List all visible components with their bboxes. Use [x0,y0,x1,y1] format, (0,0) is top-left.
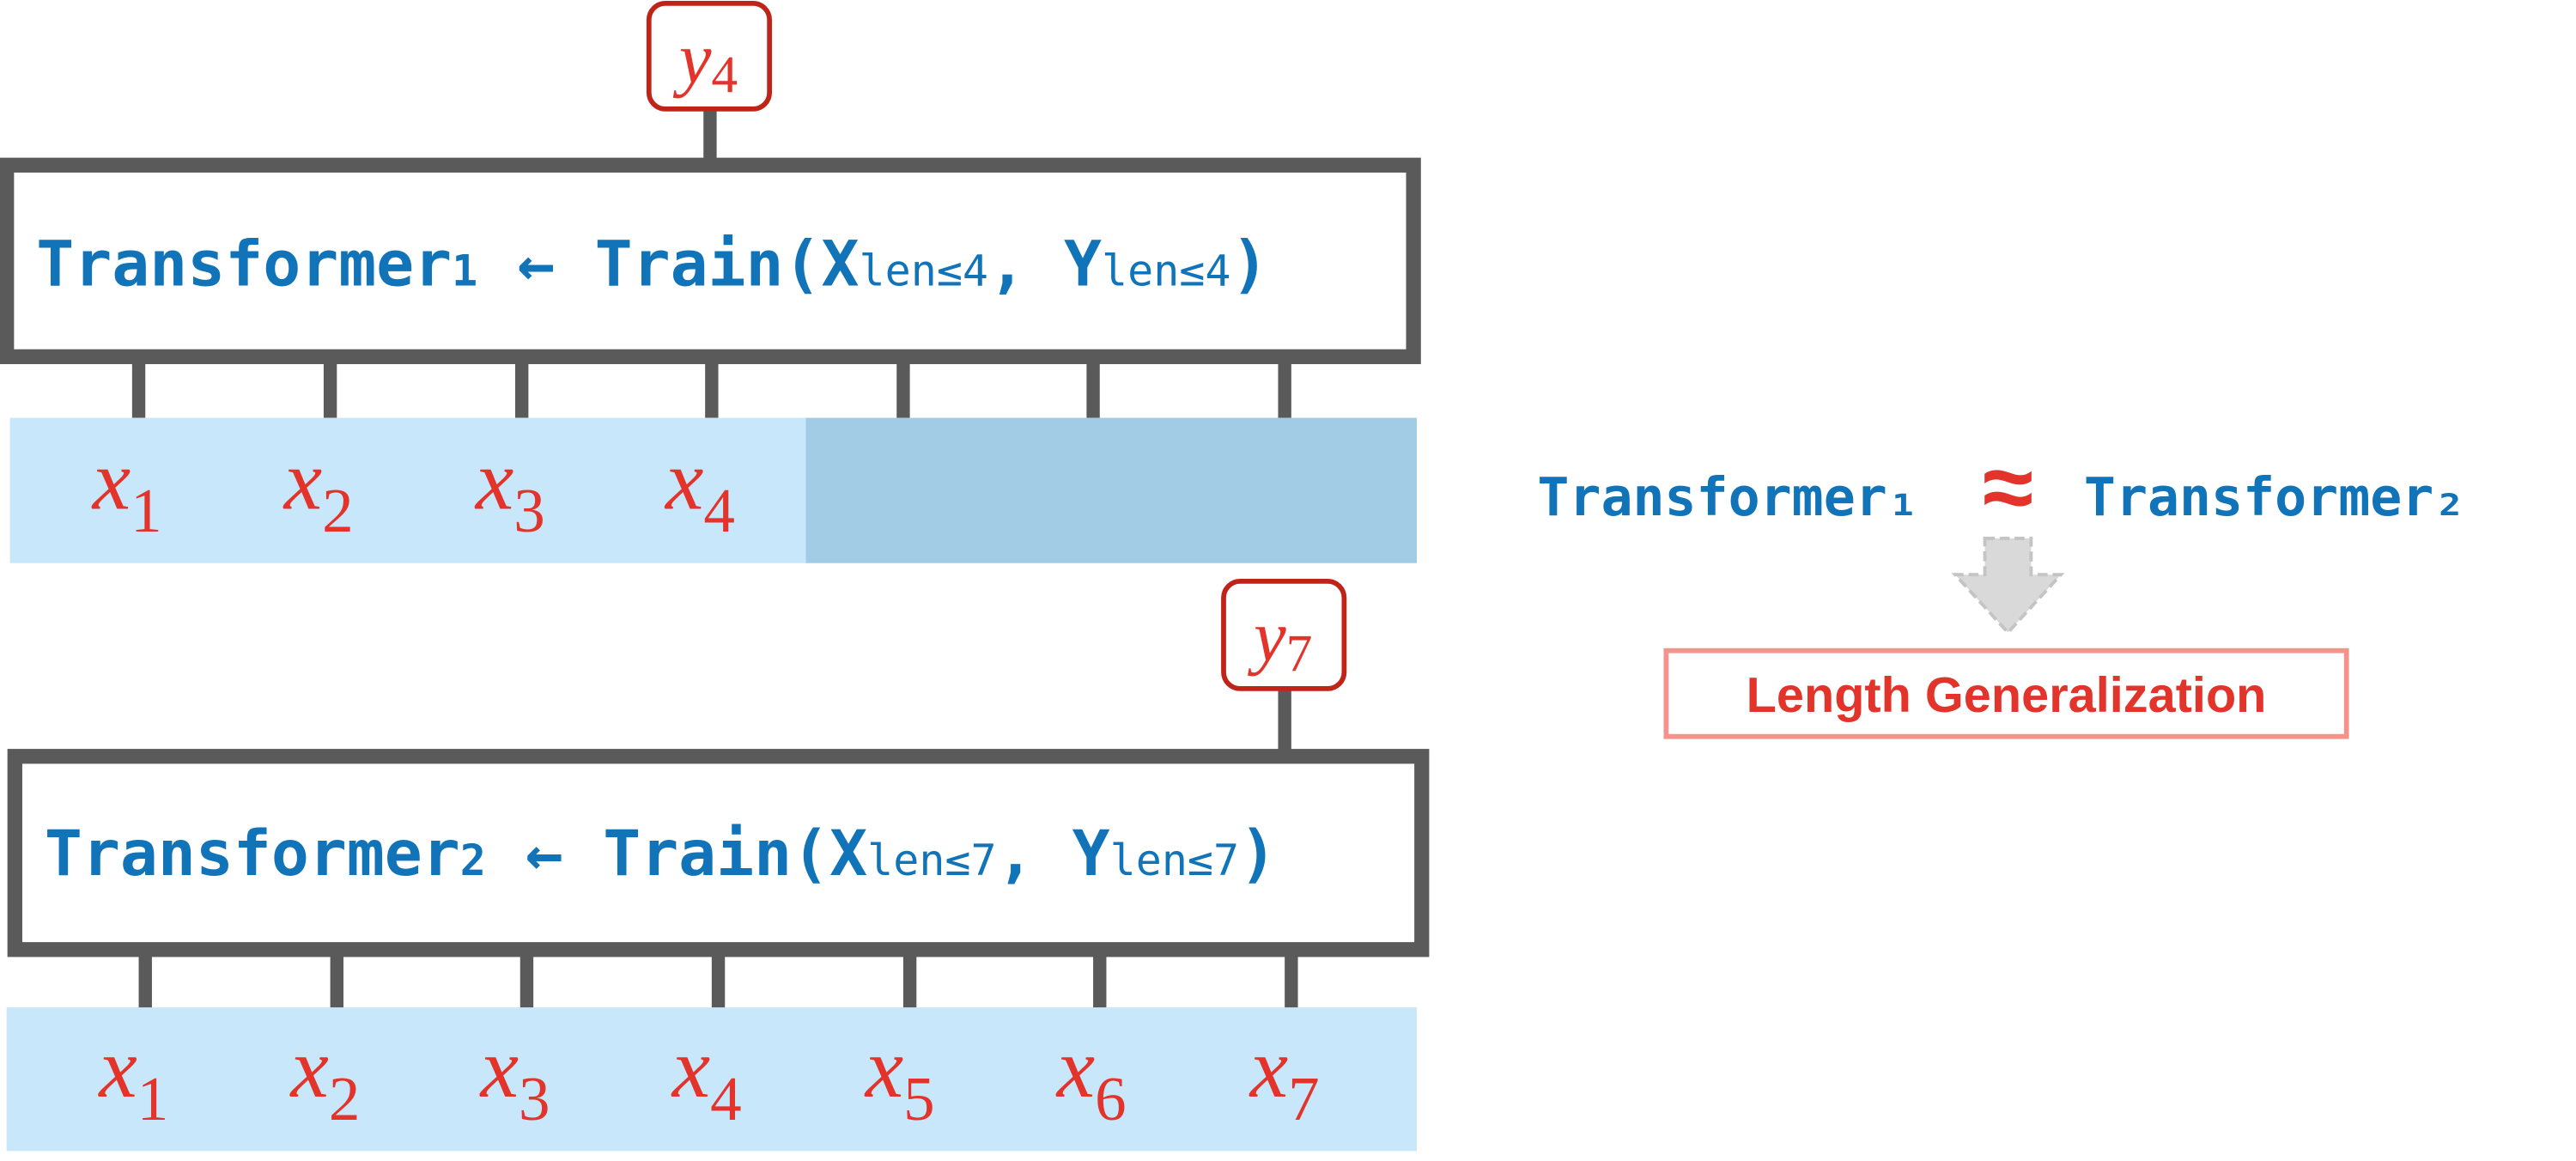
model-2-token: x7 [1249,1020,1320,1134]
model-1-padding-region [805,417,1417,563]
model-1-token: x1 [91,432,162,545]
model-2-group: y7 Transformer2←Train(Xlen≤7, Ylen≤7) x1… [6,579,1430,1152]
model-2-input-strip [6,1007,1418,1152]
comparison-group: Transformer₁ ≈ Transformer₂ Length Gener… [1537,435,2465,739]
model-1-token: x3 [474,432,545,545]
model-1-group: y4 Transformer1←Train(Xlen≤4, Ylen≤4) x1… [0,0,1421,563]
model-1-box [0,157,1421,365]
model-2-token: x5 [864,1020,935,1134]
model-2-box [7,749,1430,957]
model-2-output-box [1221,579,1347,691]
model-1-input-strip [9,417,806,563]
model-2-token: x4 [671,1020,742,1134]
model-2-output-label: y7 [1247,597,1312,683]
model-2-equation: Transformer2←Train(Xlen≤7, Ylen≤7) [45,818,1277,891]
model-2-token: x1 [97,1020,168,1134]
comparison-right: Transformer₂ [2084,466,2465,528]
down-arrow-icon [1951,537,2065,635]
model-1-equation: Transformer1←Train(Xlen≤4, Ylen≤4) [36,228,1268,301]
model-2-token: x3 [479,1020,550,1134]
conclusion-label: Length Generalization [1747,668,2267,723]
model-2-token: x2 [289,1020,360,1134]
model-2-token: x6 [1055,1020,1127,1134]
model-1-output-box [646,0,773,112]
model-1-output-label: y4 [672,19,738,105]
conclusion-box [1663,647,2349,739]
model-1-token: x4 [664,432,735,545]
comparison-left: Transformer₁ [1537,466,1918,528]
approx-symbol: ≈ [1983,435,2033,538]
model-1-token: x2 [283,432,354,545]
